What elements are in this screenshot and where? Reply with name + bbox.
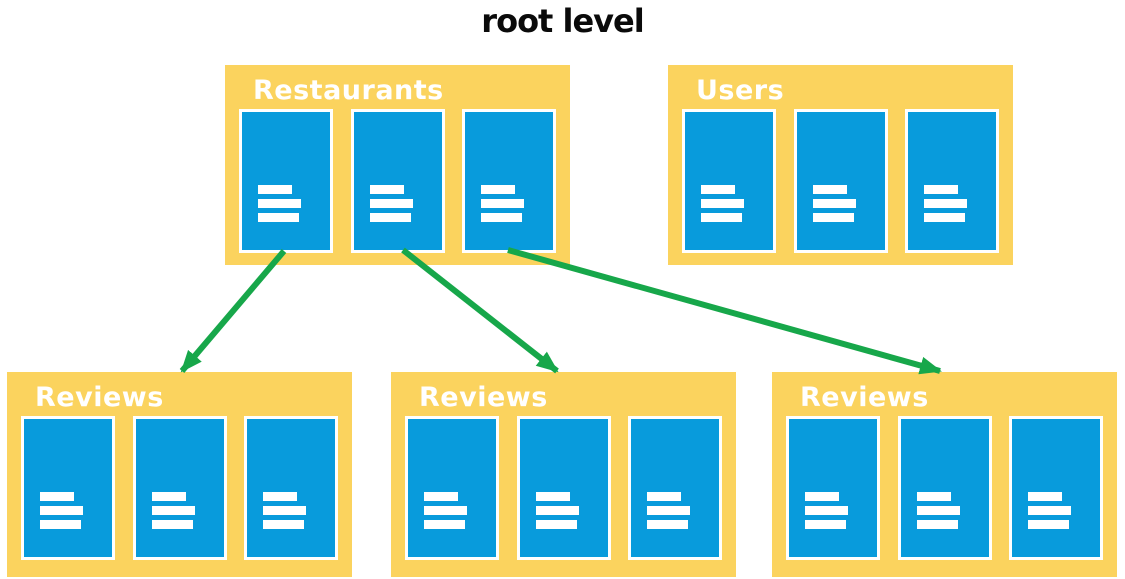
document-card [405, 416, 499, 560]
document-text-lines-icon [916, 492, 960, 529]
collection-title: Reviews [35, 382, 164, 413]
collection-reviews-middle: Reviews [391, 372, 736, 577]
document-list [668, 108, 1013, 253]
collection-title: Users [696, 75, 785, 106]
document-text-lines-icon [1028, 492, 1071, 529]
relationship-arrow [179, 249, 287, 373]
collection-reviews-right: Reviews [772, 372, 1117, 577]
document-card [793, 109, 888, 253]
document-text-lines-icon [924, 185, 967, 222]
document-card [1009, 416, 1103, 560]
document-card [628, 416, 722, 560]
document-list [225, 108, 570, 253]
page-title: root level [481, 2, 644, 40]
document-text-lines-icon [535, 492, 579, 529]
document-card [786, 416, 880, 560]
collection-title: Reviews [419, 382, 548, 413]
document-text-lines-icon [805, 492, 848, 529]
collection-title: Reviews [800, 382, 929, 413]
document-text-lines-icon [40, 492, 83, 529]
document-card [21, 416, 115, 560]
document-list [391, 415, 736, 560]
document-text-lines-icon [647, 492, 690, 529]
document-card [897, 416, 992, 560]
document-card [244, 416, 338, 560]
document-card [350, 109, 445, 253]
collection-reviews-left: Reviews [7, 372, 352, 577]
document-text-lines-icon [151, 492, 195, 529]
document-text-lines-icon [263, 492, 306, 529]
document-card [516, 416, 611, 560]
document-text-lines-icon [812, 185, 856, 222]
collection-users: Users [668, 65, 1013, 265]
collection-restaurants: Restaurants [225, 65, 570, 265]
document-text-lines-icon [258, 185, 301, 222]
document-list [7, 415, 352, 560]
document-card [905, 109, 999, 253]
document-card [682, 109, 776, 253]
document-text-lines-icon [369, 185, 413, 222]
relationship-arrow [507, 247, 942, 375]
document-list [772, 415, 1117, 560]
document-card [239, 109, 333, 253]
collection-title: Restaurants [253, 75, 444, 106]
document-text-lines-icon [424, 492, 467, 529]
document-card [132, 416, 227, 560]
relationship-arrow [401, 247, 559, 374]
document-text-lines-icon [481, 185, 524, 222]
document-text-lines-icon [701, 185, 744, 222]
document-card [462, 109, 556, 253]
